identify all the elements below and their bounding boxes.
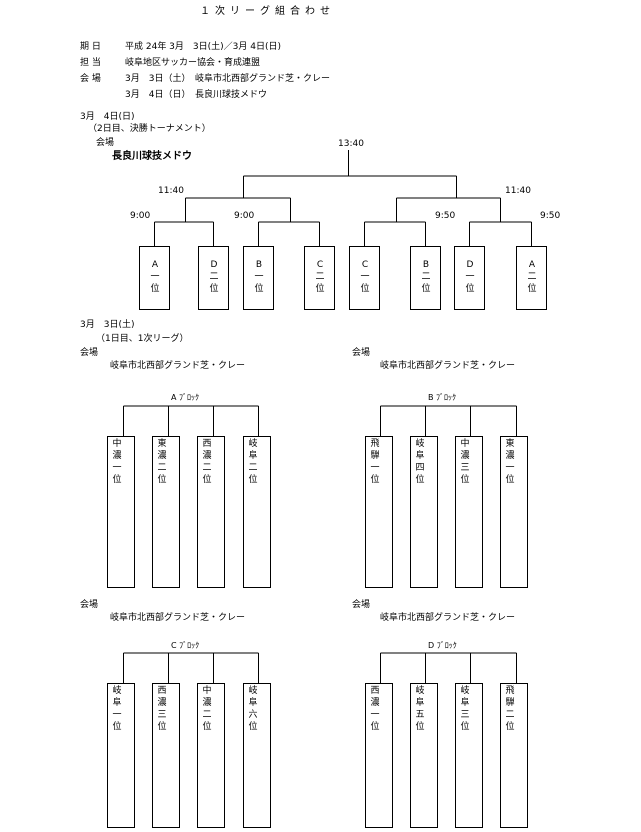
block-c-name: C ﾌﾞﾛｯｸ — [171, 641, 200, 650]
block-c-venue-label: 会場 — [80, 600, 99, 610]
block-d-team-3: 岐阜三位 — [460, 686, 470, 732]
block-b-team-box-1: 飛騨一位 — [365, 436, 393, 588]
seed-label-4: C二位 — [315, 260, 325, 294]
block-a-team-box-1: 中濃一位 — [107, 436, 135, 588]
day2-venue-name: 長良川球技メドウ — [112, 151, 192, 162]
day2-desc: （2日目、決勝トーナメント） — [88, 124, 211, 134]
seed-box-3: B一位 — [243, 246, 274, 310]
time-qf-4: 9:50 — [540, 211, 561, 221]
block-c-venue-name: 岐阜市北西部グランド芝・クレー — [110, 613, 246, 623]
block-b-team-box-2: 岐阜四位 — [410, 436, 438, 588]
block-a-venue-name: 岐阜市北西部グランド芝・クレー — [110, 361, 246, 371]
block-a-team-box-2: 東濃二位 — [152, 436, 180, 588]
block-a-team-box-4: 岐阜二位 — [243, 436, 271, 588]
seed-box-5: C一位 — [349, 246, 380, 310]
seed-label-2: D二位 — [209, 260, 219, 294]
time-semi-right: 11:40 — [505, 186, 531, 196]
block-b-venue-name: 岐阜市北西部グランド芝・クレー — [380, 361, 516, 371]
block-b-team-4: 東濃一位 — [505, 439, 515, 485]
block-d-team-4: 飛騨二位 — [505, 686, 515, 732]
time-final: 13:40 — [338, 139, 364, 149]
block-b-team-1: 飛騨一位 — [370, 439, 380, 485]
seed-label-1: A一位 — [150, 260, 160, 294]
block-b-team-3: 中濃三位 — [460, 439, 470, 485]
block-d-venue-name: 岐阜市北西部グランド芝・クレー — [380, 613, 516, 623]
block-a-team-3: 西濃二位 — [202, 439, 212, 485]
block-c-team-1: 岐阜一位 — [112, 686, 122, 732]
org-label: 担 当 — [80, 58, 101, 68]
block-d-team-1: 西濃一位 — [370, 686, 380, 732]
block-c-team-box-3: 中濃二位 — [197, 683, 225, 828]
block-a-name: A ﾌﾞﾛｯｸ — [171, 393, 200, 402]
day2-venue-label: 会場 — [96, 138, 115, 148]
block-c-team-2: 西濃三位 — [157, 686, 167, 732]
block-a-team-1: 中濃一位 — [112, 439, 122, 485]
time-qf-1: 9:00 — [130, 211, 151, 221]
time-qf-2: 9:00 — [234, 211, 255, 221]
block-d-team-box-4: 飛騨二位 — [500, 683, 528, 828]
day1-desc: （1日目、1次リーグ） — [96, 334, 189, 344]
org-value: 岐阜地区サッカー協会・育成連盟 — [125, 58, 261, 68]
venue-label: 会 場 — [80, 74, 101, 84]
block-d-team-box-3: 岐阜三位 — [455, 683, 483, 828]
block-c-team-3: 中濃二位 — [202, 686, 212, 732]
seed-box-6: B二位 — [410, 246, 441, 310]
seed-box-2: D二位 — [198, 246, 229, 310]
block-b-team-box-3: 中濃三位 — [455, 436, 483, 588]
seed-box-8: A二位 — [516, 246, 547, 310]
block-a-team-box-3: 西濃二位 — [197, 436, 225, 588]
block-d-venue-label: 会場 — [352, 600, 371, 610]
date-value: 平成 24年 3月 3日(土)／3月 4日(日) — [125, 42, 281, 52]
date-label: 期 日 — [80, 42, 101, 52]
seed-label-8: A二位 — [527, 260, 537, 294]
block-b-name: B ﾌﾞﾛｯｸ — [428, 393, 457, 402]
seed-label-5: C一位 — [360, 260, 370, 294]
time-qf-3: 9:50 — [435, 211, 456, 221]
block-c-team-4: 岐阜六位 — [248, 686, 258, 732]
seed-label-7: D一位 — [465, 260, 475, 294]
block-c-team-box-2: 西濃三位 — [152, 683, 180, 828]
block-b-team-2: 岐阜四位 — [415, 439, 425, 485]
venue-line-2: 3月 4日（日） 長良川球技メドウ — [125, 90, 267, 100]
day1-date: 3月 3日(土) — [80, 320, 135, 330]
block-d-team-box-1: 西濃一位 — [365, 683, 393, 828]
block-d-team-box-2: 岐阜五位 — [410, 683, 438, 828]
seed-box-4: C二位 — [304, 246, 335, 310]
block-b-venue-label: 会場 — [352, 348, 371, 358]
venue-line-1: 3月 3日（土） 岐阜市北西部グランド芝・クレー — [125, 74, 330, 84]
block-a-venue-label: 会場 — [80, 348, 99, 358]
block-d-name: D ﾌﾞﾛｯｸ — [428, 641, 457, 650]
seed-box-7: D一位 — [454, 246, 485, 310]
seed-label-3: B一位 — [254, 260, 264, 294]
block-c-team-box-4: 岐阜六位 — [243, 683, 271, 828]
time-semi-left: 11:40 — [158, 186, 184, 196]
block-d-team-2: 岐阜五位 — [415, 686, 425, 732]
page-title: １次リーグ組合わせ — [200, 6, 335, 17]
block-a-team-2: 東濃二位 — [157, 439, 167, 485]
seed-label-6: B二位 — [421, 260, 431, 294]
block-b-team-box-4: 東濃一位 — [500, 436, 528, 588]
day2-date: 3月 4日(日) — [80, 112, 135, 122]
block-a-team-4: 岐阜二位 — [248, 439, 258, 485]
seed-box-1: A一位 — [139, 246, 170, 310]
block-c-team-box-1: 岐阜一位 — [107, 683, 135, 828]
